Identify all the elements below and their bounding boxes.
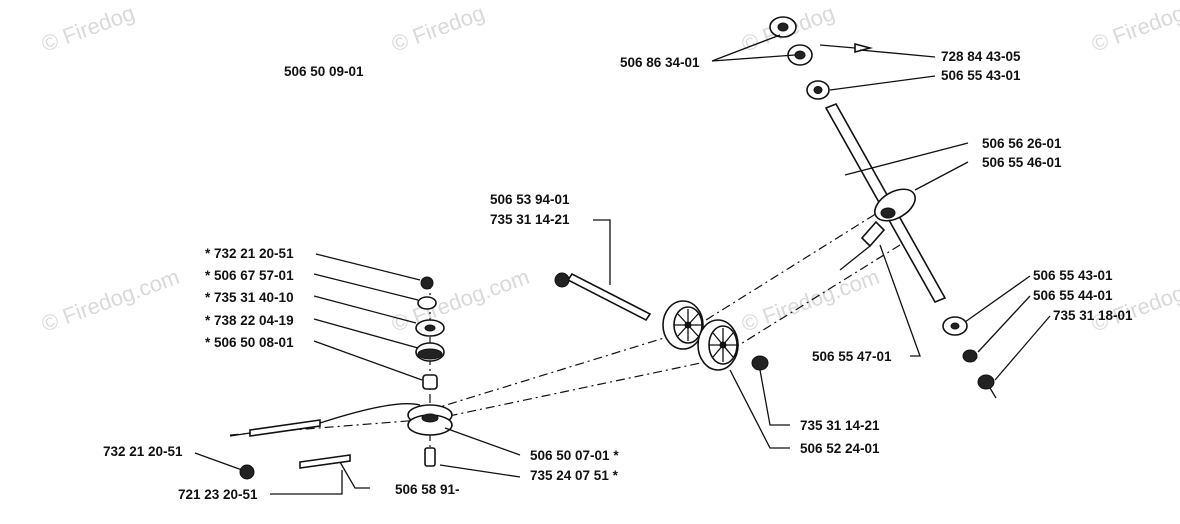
- wheel-rear: [662, 300, 704, 350]
- left-stack-nut: [420, 276, 434, 290]
- leader-line: [313, 273, 419, 301]
- rod-end-nut: [554, 272, 570, 288]
- leader-line: [315, 253, 421, 281]
- part-label: 506 86 34-01: [620, 55, 700, 70]
- leader-line: [444, 427, 521, 456]
- part-label: 506 55 43-01: [1033, 268, 1113, 283]
- part-label: 506 55 43-01: [941, 68, 1021, 83]
- leader-line: [914, 161, 969, 191]
- leader-line: [313, 318, 419, 349]
- right-screw: [977, 374, 997, 399]
- part-label: 735 31 18-01: [1053, 308, 1133, 323]
- cable-wire: [319, 403, 421, 424]
- part-label: 506 56 26-01: [982, 136, 1062, 151]
- watermark: © Firedog.com: [388, 264, 532, 337]
- drive-centerline: [689, 204, 891, 331]
- drive-centerline: [714, 244, 901, 361]
- belt-centerline: [429, 329, 691, 411]
- part-label: 506 52 24-01: [800, 441, 880, 456]
- left-stack-washer: [417, 296, 437, 310]
- cable-spring-upper: [229, 419, 321, 437]
- part-label: * 506 67 57-01: [205, 268, 294, 283]
- leader-line: [313, 295, 417, 324]
- leader-line: [439, 464, 521, 478]
- leader-line: [593, 219, 611, 285]
- belt-centerline: [429, 359, 716, 421]
- top-nut: [806, 80, 830, 100]
- top-washer-1: [769, 16, 797, 38]
- part-label: * 735 31 40-10: [205, 290, 294, 305]
- wheel-front: [697, 319, 739, 371]
- leader-line: [194, 452, 243, 471]
- leader-line: [844, 142, 969, 176]
- leader-line: [859, 49, 936, 58]
- center-pin: [839, 220, 886, 271]
- left-pulley: [407, 404, 453, 436]
- leader-line: [977, 295, 1031, 353]
- watermark: © Firedog: [388, 0, 488, 57]
- part-label: 506 50 09-01: [284, 64, 364, 79]
- leader-line: [994, 315, 1051, 381]
- leader-line: [339, 461, 370, 489]
- leader-line: [759, 369, 790, 426]
- watermark: © Firedog: [1088, 0, 1180, 57]
- part-label: 506 53 94-01: [490, 192, 570, 207]
- leader-line: [313, 340, 423, 381]
- part-label: 735 31 14-21: [490, 212, 570, 227]
- left-stack-bearing-2: [415, 342, 445, 362]
- wheel-nut: [751, 355, 769, 371]
- left-stack-spacer: [422, 374, 438, 390]
- right-nut-1: [942, 316, 968, 336]
- spacer-rod: [566, 272, 652, 322]
- part-label: * 738 22 04-19: [205, 313, 294, 328]
- part-label: 506 55 46-01: [982, 155, 1062, 170]
- watermark: © Firedog: [38, 0, 138, 57]
- leader-line: [829, 75, 936, 91]
- left-bolt: [424, 447, 436, 467]
- part-label: 732 21 20-51: [103, 444, 183, 459]
- part-label: 506 55 44-01: [1033, 288, 1113, 303]
- leader-line: [729, 369, 790, 449]
- leader-line: [711, 34, 796, 62]
- top-pulley: [874, 188, 916, 222]
- part-label: 735 24 07 51 *: [530, 468, 619, 483]
- part-label: * 732 21 20-51: [205, 246, 294, 261]
- part-label: 735 31 14-21: [800, 418, 880, 433]
- leader-line: [270, 470, 343, 495]
- cable-spring-lower: [299, 454, 351, 469]
- part-label: 506 58 91-: [395, 482, 460, 497]
- part-label: 506 55 47-01: [812, 349, 892, 364]
- right-washer: [962, 349, 978, 363]
- cable-end-nut: [239, 464, 255, 480]
- leader-line: [964, 275, 1031, 323]
- left-stack-bearing-1: [415, 319, 445, 337]
- watermark: © Firedog.com: [738, 264, 882, 337]
- part-label: 728 84 43-05: [941, 49, 1021, 64]
- part-label: 721 23 20-51: [178, 487, 258, 502]
- watermark: © Firedog.com: [38, 264, 182, 337]
- part-label: * 506 50 08-01: [205, 335, 294, 350]
- spring-clip: [819, 44, 856, 49]
- cable-centerline: [229, 419, 421, 436]
- leader-line: [879, 244, 921, 357]
- part-label: 506 50 07-01 *: [530, 448, 619, 463]
